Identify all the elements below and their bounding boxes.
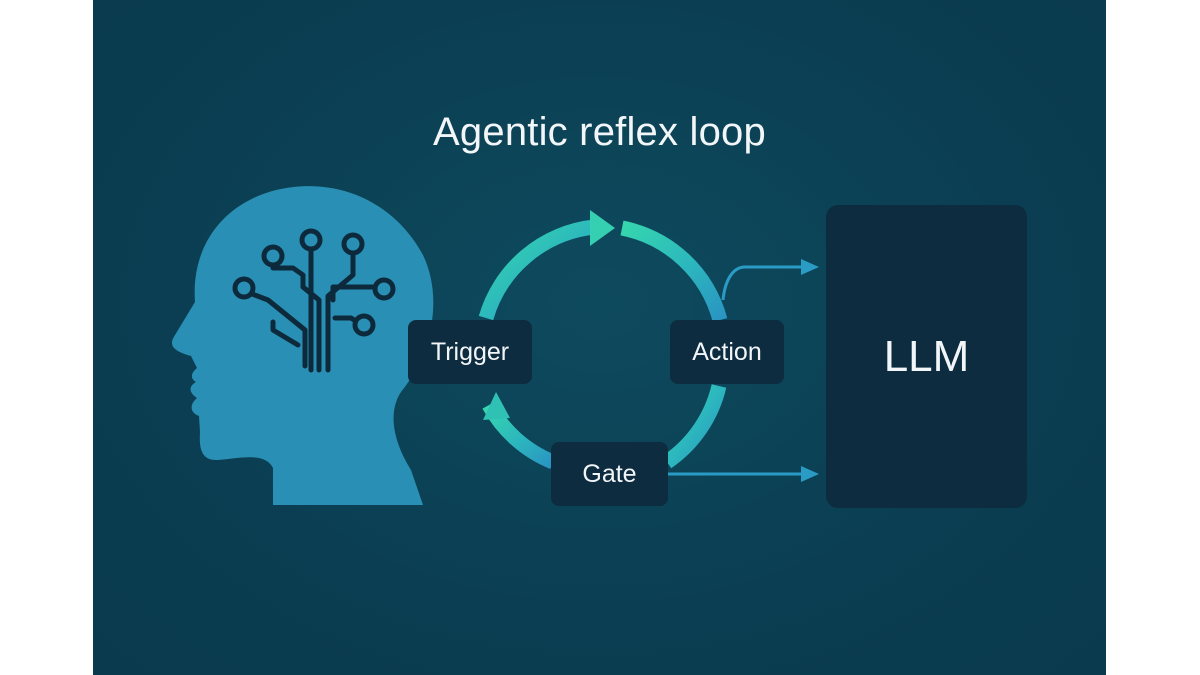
loop-arc-right — [620, 220, 728, 323]
loop-arrowhead-left — [483, 392, 510, 420]
trigger-node: Trigger — [408, 320, 532, 384]
diagram-title: Agentic reflex loop — [433, 110, 766, 154]
gate-node: Gate — [551, 442, 668, 506]
head-circuit-icon — [171, 186, 434, 505]
loop-arc-upper — [478, 219, 595, 321]
action-node: Action — [670, 320, 784, 384]
circuit-nodes — [232, 228, 396, 337]
circuit-traces — [244, 247, 378, 373]
loop-arrowhead-top — [590, 210, 615, 246]
arrows-to-llm — [668, 265, 803, 476]
loop-arc-lower-right — [662, 384, 727, 469]
diagram-canvas: Agentic reflex loop — [93, 0, 1106, 675]
diagram-graphics — [171, 186, 819, 505]
llm-block: LLM — [826, 205, 1027, 508]
action-arrowhead — [801, 259, 819, 275]
action-to-llm-arrow — [721, 265, 803, 301]
gate-arrowhead — [801, 466, 819, 482]
